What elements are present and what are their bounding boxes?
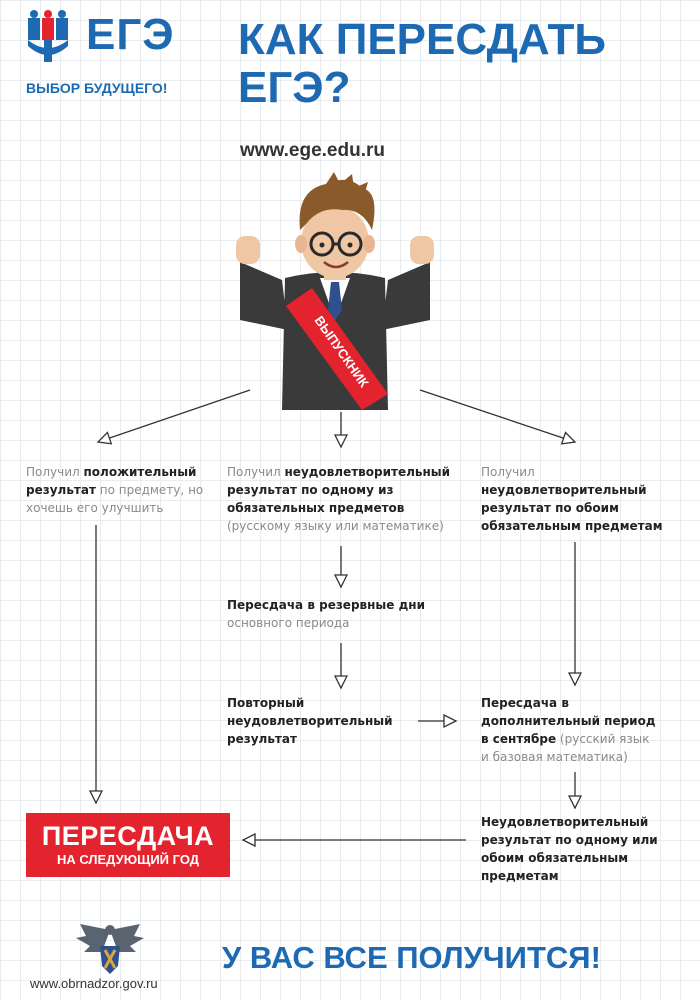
right-fist bbox=[410, 236, 434, 264]
graduate-illustration: ВЫПУСКНИК bbox=[236, 172, 434, 410]
retake-big-label: ПЕРЕСДАЧА bbox=[41, 821, 215, 851]
reserve-gray: основного периода bbox=[227, 616, 350, 630]
middle-branch-part1: Получил bbox=[227, 465, 285, 479]
left-arm bbox=[240, 262, 288, 330]
reserve-days-step: Пересдача в резервные дни основного пери… bbox=[227, 596, 447, 632]
retake-small-label: НА СЛЕДУЮЩИЙ ГОД bbox=[56, 852, 200, 867]
final-fail-step: Неудовлетворительный результат по одному… bbox=[481, 813, 671, 885]
right-branch-bold: неудовлетворительный результат по обоим … bbox=[481, 483, 663, 533]
ege-logo: ЕГЭ ВЫБОР БУДУЩЕГО! bbox=[26, 6, 206, 106]
left-branch-part3: но хочешь его улучшить bbox=[26, 483, 204, 515]
reserve-bold: Пересдача в резервные дни bbox=[227, 598, 425, 612]
left-branch-text: Получил положительный результат по предм… bbox=[26, 463, 206, 517]
repeat-fail-step: Повторный неудовлетворительный результат bbox=[227, 694, 407, 748]
arrow-to-left-branch bbox=[98, 389, 251, 442]
site-url[interactable]: www.ege.edu.ru bbox=[240, 140, 385, 161]
left-fist bbox=[236, 236, 260, 264]
arrow-to-right-branch bbox=[419, 389, 575, 442]
retake-next-year-box: ПЕРЕСДАЧА НА СЛЕДУЮЩИЙ ГОД bbox=[26, 813, 230, 877]
september-step: Пересдача в дополнительный период в сент… bbox=[481, 694, 661, 766]
logo-figures-icon bbox=[28, 10, 68, 62]
middle-branch-bold: неудовлетворительный результат по одному… bbox=[227, 465, 451, 515]
page-title: КАК ПЕРЕСДАТЬ ЕГЭ? bbox=[238, 16, 688, 112]
middle-branch-gray: (русскому языку или математике) bbox=[227, 519, 444, 533]
final-fail-text: Неудовлетворительный результат по одному… bbox=[481, 815, 658, 883]
logo-slogan: ВЫБОР БУДУЩЕГО! bbox=[26, 80, 168, 96]
right-branch-text: Получил неудовлетворительный результат п… bbox=[481, 463, 681, 535]
repeat-fail-text: Повторный неудовлетворительный результат bbox=[227, 696, 393, 746]
title-line-2: ЕГЭ? bbox=[238, 63, 351, 112]
title-line-1: КАК ПЕРЕСДАТЬ bbox=[238, 15, 607, 64]
footer-slogan: У ВАС ВСЕ ПОЛУЧИТСЯ! bbox=[222, 940, 601, 975]
right-branch-part1: Получил bbox=[481, 465, 535, 479]
obrnadzor-url[interactable]: www.obrnadzor.gov.ru bbox=[30, 976, 158, 991]
graduate-sash bbox=[286, 288, 388, 410]
september-bold: Пересдача в дополнительный период в сент… bbox=[481, 696, 656, 746]
tie bbox=[328, 282, 342, 320]
left-branch-part2: по предмету, bbox=[95, 483, 185, 497]
right-arm bbox=[382, 262, 430, 330]
left-branch-bold: положительный результат bbox=[26, 465, 197, 497]
logo-text: ЕГЭ bbox=[86, 10, 175, 59]
left-branch-part1: Получил bbox=[26, 465, 84, 479]
face bbox=[301, 206, 369, 278]
september-gray: (русский язык и базовая математика) bbox=[481, 732, 650, 764]
middle-branch-text: Получил неудовлетворительный результат п… bbox=[227, 463, 457, 535]
obrnadzor-emblem-icon bbox=[76, 924, 144, 974]
